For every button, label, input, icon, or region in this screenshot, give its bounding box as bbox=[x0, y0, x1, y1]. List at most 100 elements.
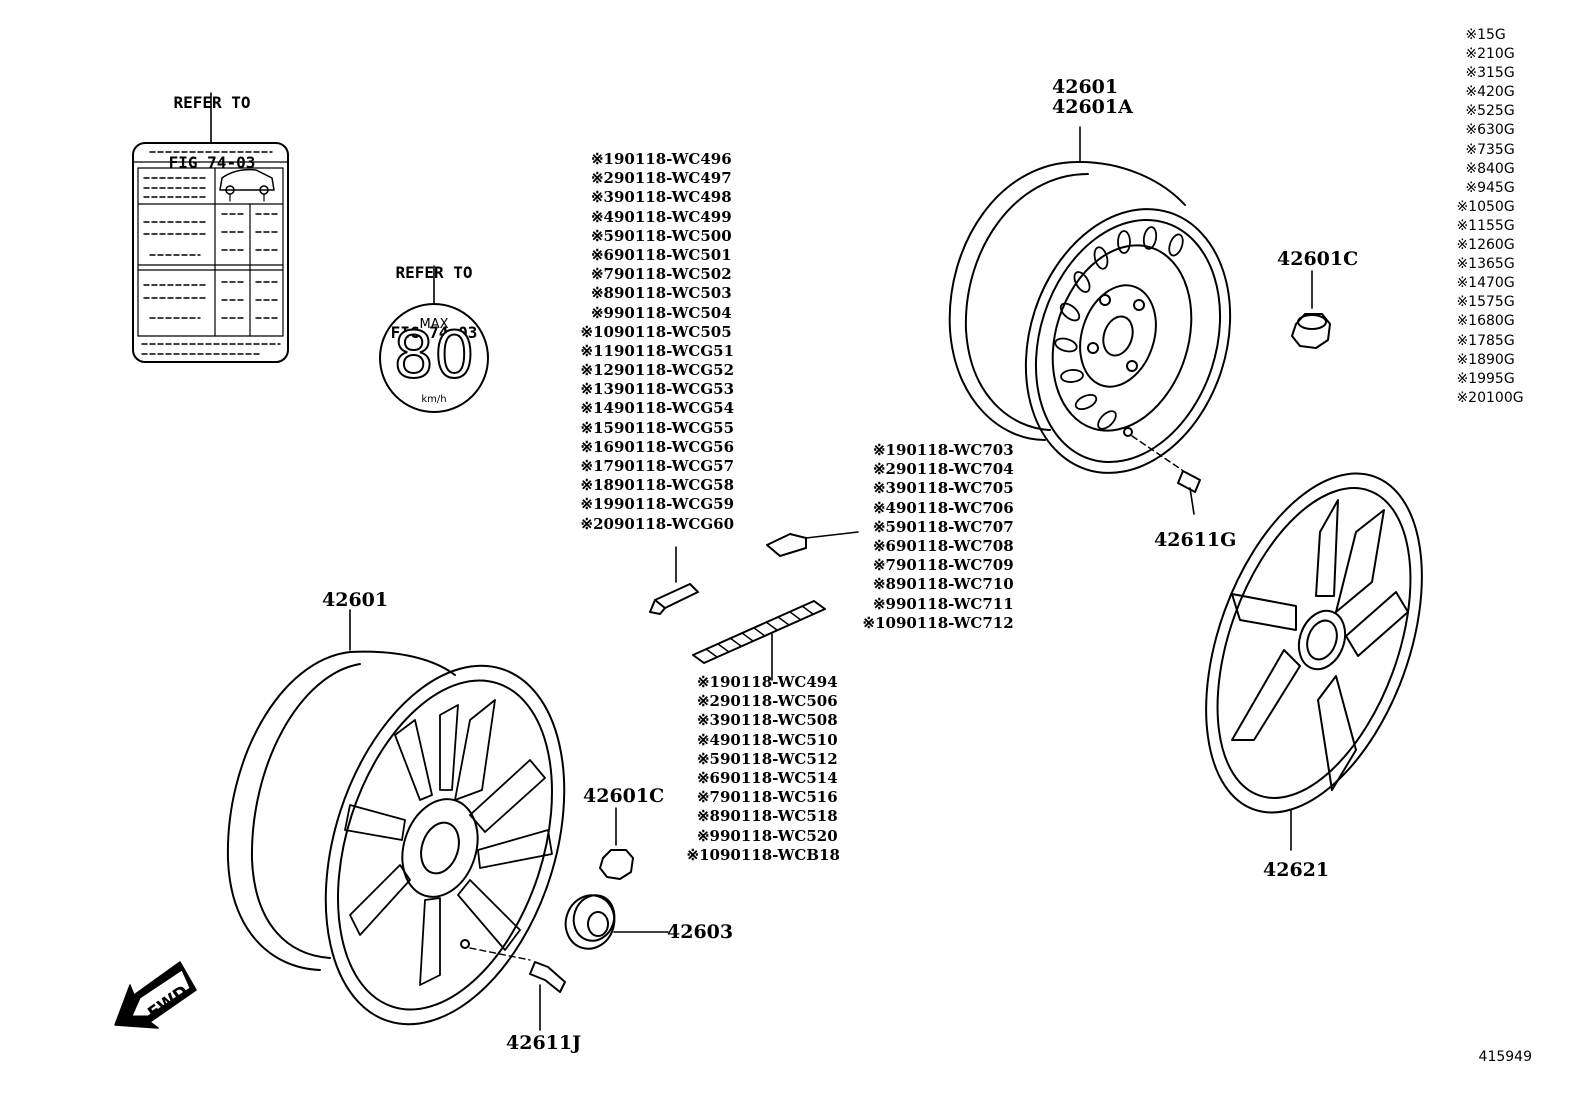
part-number: 90118-WCG60 bbox=[614, 514, 735, 533]
weight-list-row: ※1090118-WC712 bbox=[858, 614, 1014, 633]
weight-mark: ※8 bbox=[1465, 160, 1486, 177]
weight-legend-row: ※840G bbox=[1452, 160, 1524, 179]
weight-list-row: ※890118-WC503 bbox=[576, 284, 734, 303]
weight-mark: ※7 bbox=[696, 788, 720, 807]
part-number: 90118-WC502 bbox=[614, 265, 732, 284]
label-center-ornament: 42603 bbox=[667, 921, 734, 943]
weight-legend-row: ※1680G bbox=[1452, 312, 1524, 331]
weight-list-row: ※1790118-WCG57 bbox=[576, 457, 735, 476]
weight-mark: ※1 bbox=[1465, 27, 1486, 43]
weight-mark: ※15 bbox=[1456, 294, 1486, 311]
label-nut-bottom: 42601C bbox=[583, 785, 665, 807]
part-number: 90118-WC704 bbox=[896, 460, 1014, 479]
weight-list-row: ※1990118-WCG59 bbox=[576, 495, 735, 514]
part-number: 90118-WC506 bbox=[720, 692, 838, 711]
illustration-code: 415949 bbox=[1478, 1049, 1532, 1065]
weight-value: 20G bbox=[1486, 84, 1515, 101]
label-alloy-wheel: 42601 bbox=[322, 589, 389, 611]
weight-list-row: ※890118-WC518 bbox=[682, 807, 840, 826]
weight-mark: ※11 bbox=[1456, 217, 1486, 234]
weight-mark: ※9 bbox=[1465, 179, 1486, 196]
weight-list-row: ※590118-WC500 bbox=[576, 227, 734, 246]
weight-value: 85G bbox=[1486, 332, 1515, 349]
weight-value: 45G bbox=[1486, 179, 1515, 196]
weight-legend-row: ※525G bbox=[1452, 102, 1524, 121]
weight-mark: ※9 bbox=[696, 826, 720, 845]
weight-value: 50G bbox=[1486, 198, 1515, 215]
weight-value: 95G bbox=[1486, 370, 1515, 387]
weight-mark: ※2 bbox=[590, 169, 614, 188]
weight-list-row: ※1590118-WCG55 bbox=[576, 418, 735, 438]
tire-pressure-label-sheet bbox=[132, 92, 289, 363]
part-number: 90118-WCB18 bbox=[720, 845, 840, 864]
label-steel-wheel: 42601 bbox=[1052, 76, 1119, 98]
weight-mark: ※7 bbox=[1465, 141, 1486, 158]
label-valve-bottom: 42611J bbox=[506, 1032, 582, 1054]
part-number: 90118-WC500 bbox=[614, 226, 732, 245]
part-number: 90118-WC712 bbox=[896, 613, 1014, 632]
weight-legend-row: ※210G bbox=[1452, 45, 1524, 64]
weight-legend: ※15G※210G※315G※420G※525G※630G※735G※840G※… bbox=[1452, 26, 1524, 408]
weight-list-row: ※1190118-WCG51 bbox=[576, 342, 735, 361]
weight-legend-row: ※1470G bbox=[1452, 274, 1524, 293]
part-number: 90118-WC497 bbox=[614, 169, 732, 188]
weight-list-row: ※790118-WC709 bbox=[858, 556, 1014, 575]
weight-list-row: ※890118-WC710 bbox=[858, 575, 1014, 594]
weight-mark: ※15 bbox=[580, 418, 614, 437]
weight-list-row: ※490118-WC706 bbox=[858, 499, 1014, 518]
weight-mark: ※4 bbox=[872, 498, 896, 517]
part-number: 90118-WC501 bbox=[614, 245, 732, 264]
part-number: 90118-WCG54 bbox=[614, 399, 735, 418]
weight-mark: ※1 bbox=[696, 673, 720, 691]
label-steel-wheel-alt: 42601A bbox=[1052, 96, 1133, 118]
weight-list-row: ※490118-WC510 bbox=[682, 731, 840, 750]
weight-mark: ※3 bbox=[696, 711, 720, 730]
weight-list-row: ※2090118-WCG60 bbox=[576, 514, 735, 534]
speed-sticker-max: MAX bbox=[419, 317, 449, 332]
weight-list-row: ※190118-WC494 bbox=[682, 673, 840, 692]
part-number: 90118-WCG57 bbox=[614, 457, 735, 475]
weight-mark: ※20 bbox=[1456, 389, 1486, 406]
weight-value: 70G bbox=[1486, 275, 1515, 292]
steel-wheel-drawing bbox=[948, 126, 1232, 474]
weight-value: 100G bbox=[1486, 389, 1524, 406]
weight-list-row: ※190118-WC703 bbox=[858, 441, 1014, 460]
weight-mark: ※6 bbox=[590, 245, 614, 264]
weight-mark: ※4 bbox=[1465, 84, 1486, 101]
part-number: 90118-WC496 bbox=[614, 150, 732, 168]
label-nut-top: 42601C bbox=[1277, 248, 1359, 270]
weight-list-row: ※590118-WC707 bbox=[858, 518, 1014, 537]
part-number: 90118-WC708 bbox=[896, 536, 1014, 555]
weight-mark: ※10 bbox=[580, 322, 614, 341]
part-number: 90118-WC706 bbox=[896, 498, 1014, 517]
part-number: 90118-WCG52 bbox=[614, 361, 735, 380]
weight-mark: ※16 bbox=[1456, 313, 1486, 330]
part-number: 90118-WCG55 bbox=[614, 418, 735, 437]
part-number: 90118-WC512 bbox=[720, 749, 838, 768]
weight-list-row: ※690118-WC501 bbox=[576, 246, 734, 265]
speed-sticker-value: 80 bbox=[392, 319, 475, 393]
weight-list-row: ※190118-WC496 bbox=[576, 150, 734, 169]
weight-mark: ※19 bbox=[1456, 370, 1486, 387]
weight-legend-row: ※945G bbox=[1452, 179, 1524, 198]
label-wheel-cap: 42621 bbox=[1263, 859, 1330, 881]
weight-list-row: ※590118-WC512 bbox=[682, 750, 840, 769]
weight-legend-row: ※1575G bbox=[1452, 293, 1524, 312]
part-number: 90118-WC503 bbox=[614, 284, 732, 303]
part-number: 90118-WC520 bbox=[720, 826, 838, 845]
weight-mark: ※7 bbox=[590, 265, 614, 284]
refer-line-1: REFER TO bbox=[173, 93, 251, 112]
refer-line-1: REFER TO bbox=[395, 263, 473, 282]
weight-mark: ※18 bbox=[1456, 351, 1486, 368]
part-number: 90118-WC499 bbox=[614, 207, 732, 226]
part-number: 90118-WC510 bbox=[720, 730, 838, 749]
weight-list-row: ※990118-WC504 bbox=[576, 304, 734, 323]
weight-mark: ※4 bbox=[696, 730, 720, 749]
part-number: 90118-WC514 bbox=[720, 768, 838, 787]
fwd-arrow-icon: FWD bbox=[114, 961, 197, 1029]
weight-legend-row: ※1050G bbox=[1452, 198, 1524, 217]
weight-legend-row: ※20100G bbox=[1452, 389, 1524, 408]
wheel-cap-drawing bbox=[1205, 472, 1423, 851]
weight-mark: ※5 bbox=[696, 749, 720, 768]
weight-list-row: ※390118-WC705 bbox=[858, 479, 1014, 498]
